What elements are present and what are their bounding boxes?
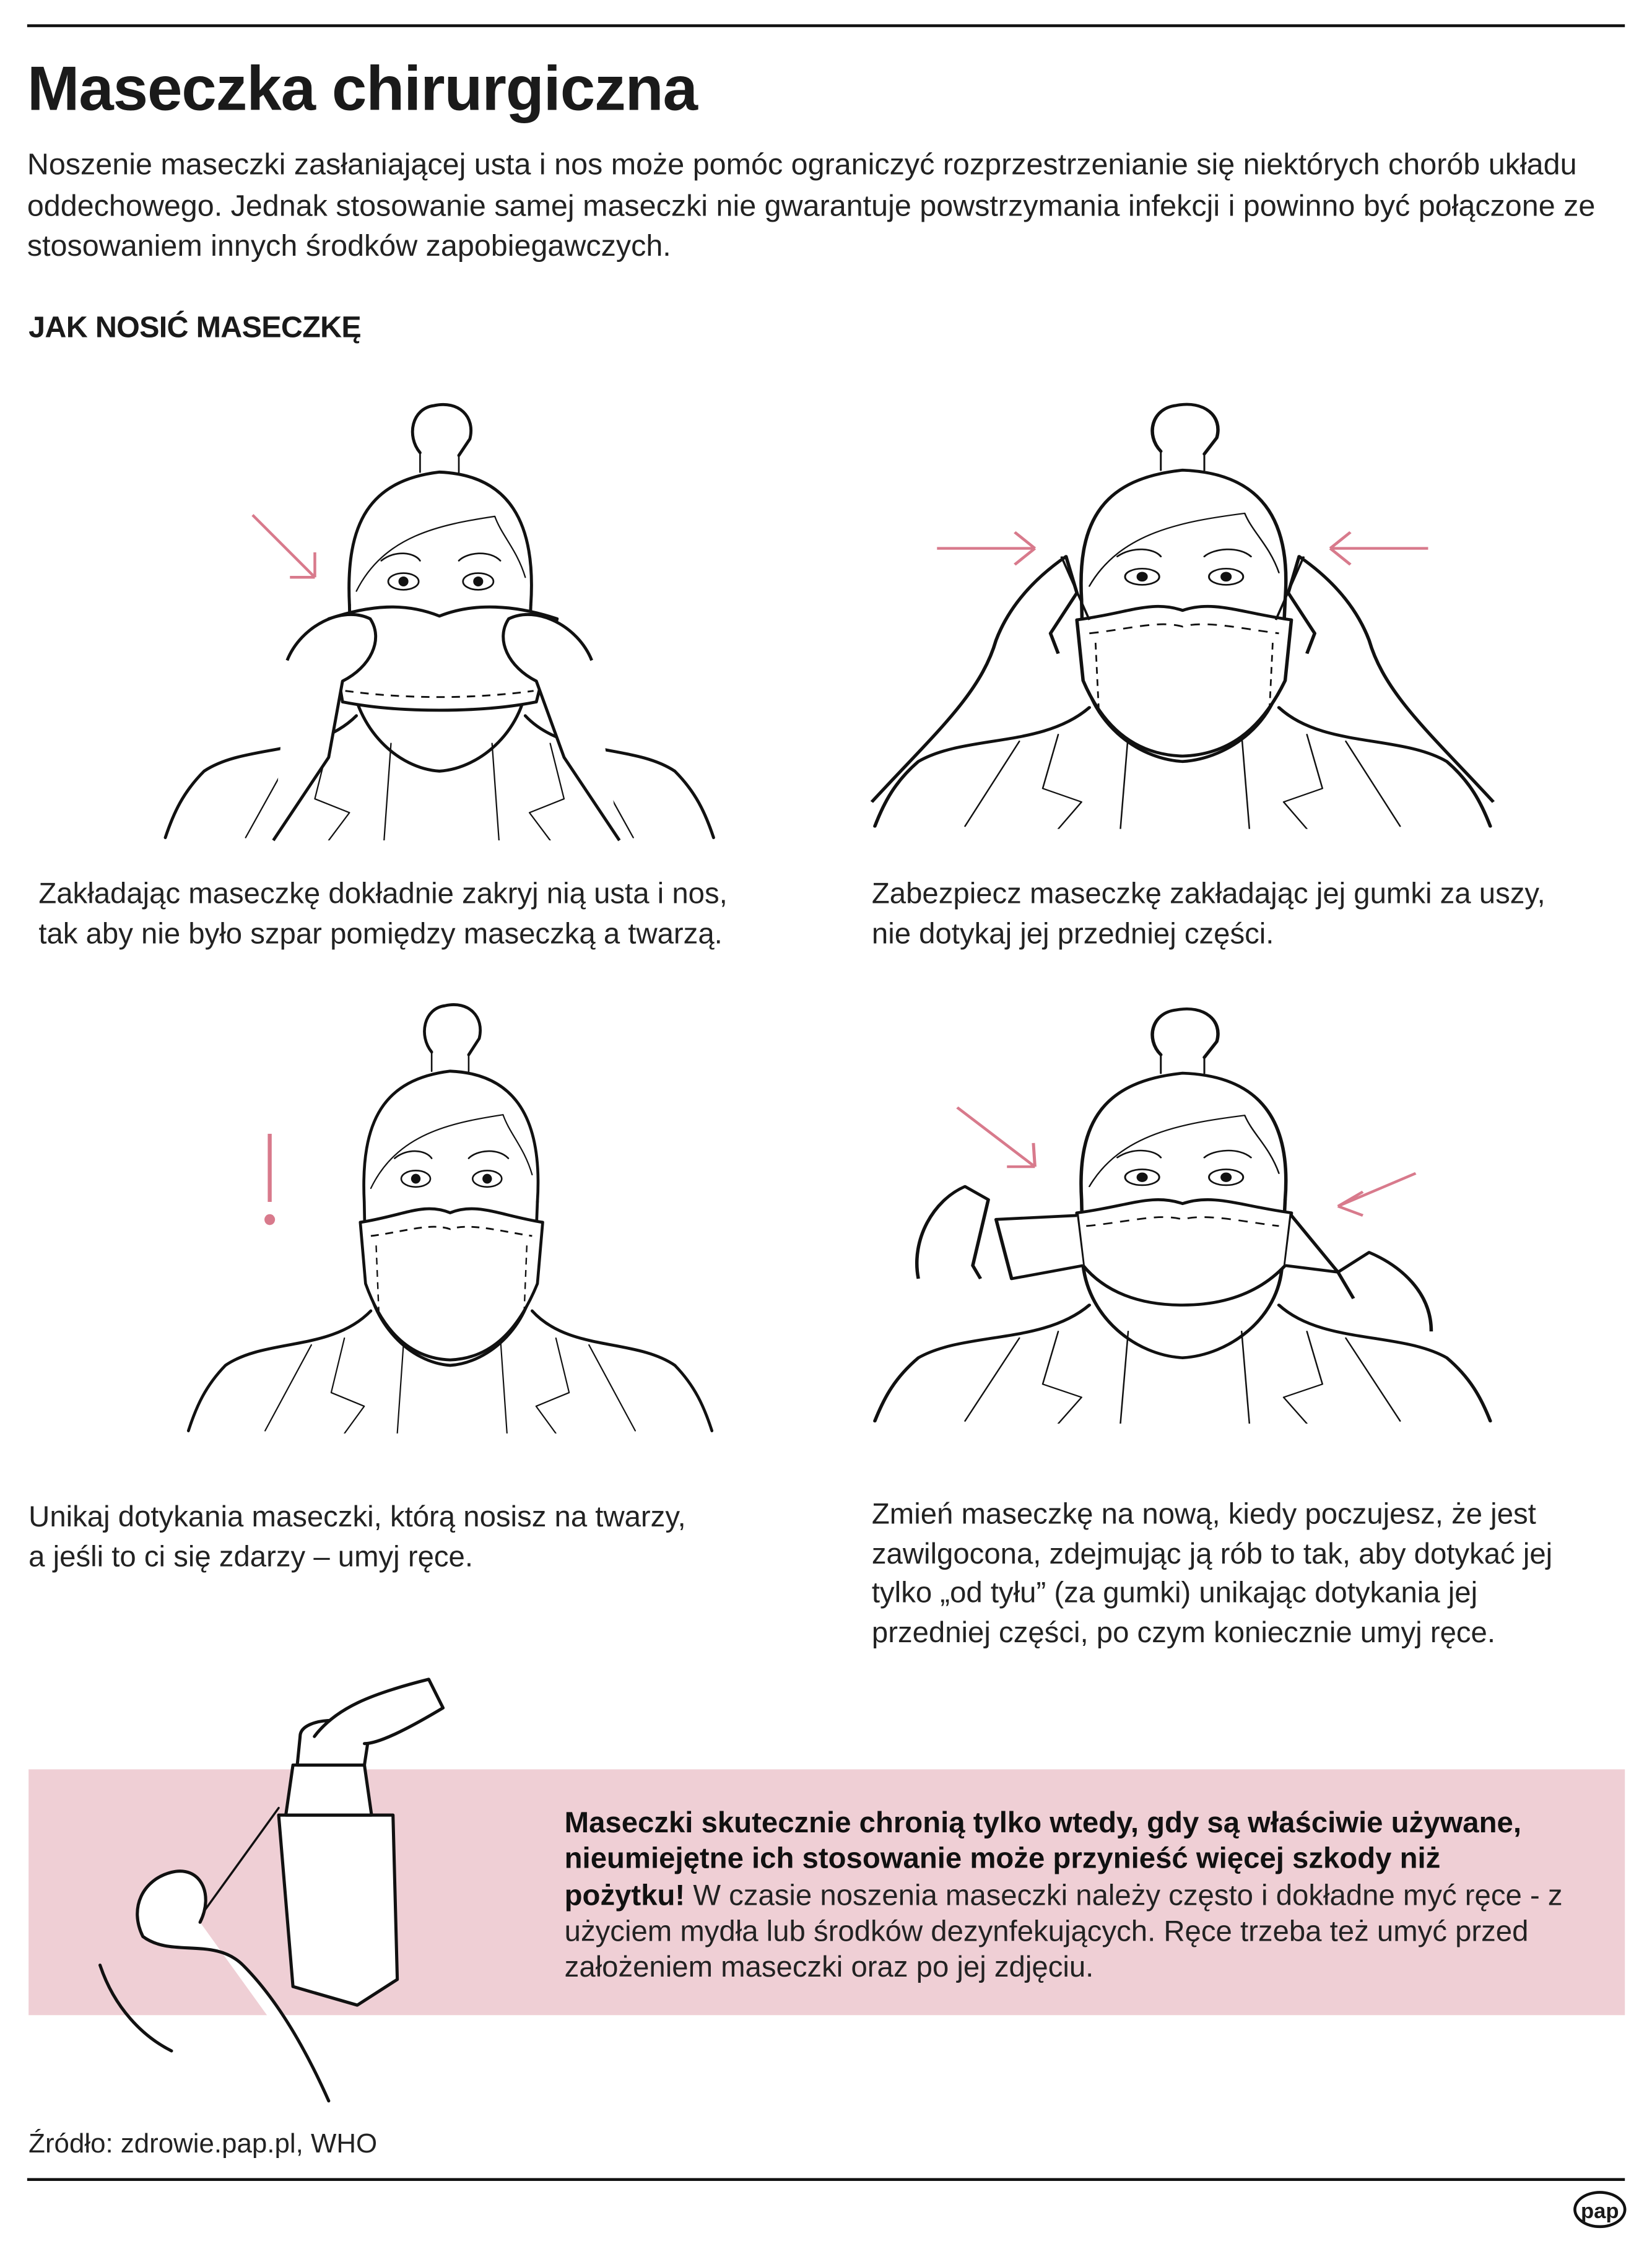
tip-bold-text: Maseczki skutecznie chronią tylko wtedy,… xyxy=(564,1806,1521,1912)
illustration-sanitizer xyxy=(85,1677,457,2103)
top-rule xyxy=(27,24,1625,27)
caption-line: nie dotykaj jej przedniej części. xyxy=(871,916,1274,950)
illustration-secure-ear-loops xyxy=(870,398,1495,829)
step-2-caption: Zabezpiecz maseczkę zakładając jej gumki… xyxy=(872,874,1545,953)
bottom-rule xyxy=(27,2178,1625,2182)
source-note: Źródło: zdrowie.pap.pl, WHO xyxy=(28,2129,378,2160)
caption-line: przedniej części, po czym koniecznie umy… xyxy=(871,1616,1496,1649)
arrow-icon xyxy=(251,514,316,579)
page-title: Maseczka chirurgiczna xyxy=(27,54,698,124)
illustration-do-not-touch xyxy=(186,998,715,1434)
illustration-remove-mask xyxy=(872,1055,1493,1476)
person-adjusting-mask-icon xyxy=(150,398,729,840)
tip-text: Maseczki skutecznie chronią tylko wtedy,… xyxy=(565,1805,1565,1986)
exclamation-icon xyxy=(264,1133,276,1225)
caption-line: a jeśli to ci się zdarzy – umyj ręce. xyxy=(28,1539,474,1573)
intro-text: Noszenie maseczki zasłaniającej usta i n… xyxy=(27,149,1596,263)
caption-line: tak aby nie było szpar pomiędzy maseczką… xyxy=(38,916,723,950)
caption-line: Unikaj dotykania maseczki, którą nosisz … xyxy=(28,1500,686,1534)
caption-line: Zakładając maseczkę dokładnie zakryj nią… xyxy=(38,877,728,911)
arrows-icon xyxy=(937,531,1428,566)
section-heading: JAK NOSIĆ MASECZKĘ xyxy=(28,311,362,345)
pap-logo: pap xyxy=(1573,2191,1627,2229)
caption-line: Zabezpiecz maseczkę zakładając jej gumki… xyxy=(871,877,1545,911)
step-4-caption: Zmień maseczkę na nową, kiedy poczujesz,… xyxy=(872,1495,1552,1652)
caption-line: Zmień maseczkę na nową, kiedy poczujesz,… xyxy=(871,1497,1536,1531)
person-securing-mask-icon xyxy=(870,398,1495,829)
step-3-caption: Unikaj dotykania maseczki, którą nosisz … xyxy=(28,1498,685,1577)
illustration-put-on-mask xyxy=(150,398,729,840)
step-1-caption: Zakładając maseczkę dokładnie zakryj nią… xyxy=(38,874,727,953)
arrows-icon xyxy=(956,1106,1417,1217)
person-wearing-mask-icon xyxy=(186,998,715,1434)
caption-line: zawilgocona, zdejmując ją rób to tak, ab… xyxy=(871,1537,1553,1570)
tip-regular-text: W czasie noszenia maseczki należy często… xyxy=(564,1879,1563,1984)
hand-sanitizer-icon xyxy=(98,1677,445,2103)
person-removing-mask-icon xyxy=(872,1055,1493,1476)
caption-line: tylko „od tyłu” (za gumki) unikając doty… xyxy=(871,1576,1478,1609)
